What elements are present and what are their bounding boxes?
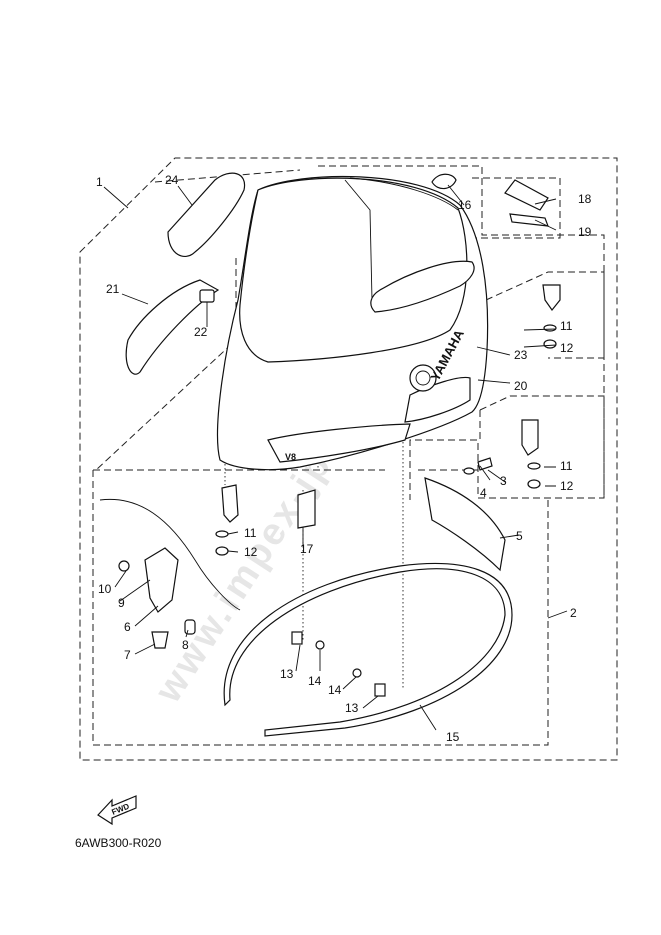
clip-22 xyxy=(199,289,215,303)
bolt-3 xyxy=(477,457,493,471)
bracket-outline xyxy=(99,498,241,611)
callout-2: 2 xyxy=(570,606,577,620)
leader-lines xyxy=(103,184,568,731)
callout-24: 24 xyxy=(165,173,179,187)
decal-24 xyxy=(167,172,246,257)
callout-14-right: 14 xyxy=(328,683,342,697)
diagram-code: 6AWB300-R020 xyxy=(75,836,162,850)
callout-20: 20 xyxy=(514,379,528,393)
pin-8 xyxy=(184,619,196,635)
callout-3: 3 xyxy=(500,474,507,488)
bracket-17 xyxy=(297,489,316,529)
clip-13a xyxy=(291,631,303,645)
callout-5: 5 xyxy=(516,529,523,543)
nut-12b xyxy=(527,479,541,489)
callout-15: 15 xyxy=(446,730,460,744)
cowling-group-boundary xyxy=(318,165,605,500)
upper-bracket-boundary xyxy=(485,271,605,359)
callout-12-upper: 12 xyxy=(560,341,574,355)
callout-6: 6 xyxy=(124,620,131,634)
latch-lever xyxy=(144,547,179,613)
callout-22: 22 xyxy=(194,325,208,339)
callout-11-right: 11 xyxy=(560,459,573,473)
fwd-arrow-icon: FWD xyxy=(97,795,137,826)
rubber-seal xyxy=(223,562,513,737)
washer-11b xyxy=(527,462,541,470)
callout-12-left: 12 xyxy=(244,545,258,559)
callout-12-right: 12 xyxy=(560,479,574,493)
washer-11a xyxy=(543,324,557,332)
bracket-group-boundary xyxy=(479,395,605,498)
v8-badge: V8 xyxy=(285,452,296,462)
screw-10 xyxy=(118,560,130,572)
callout-10: 10 xyxy=(98,582,112,596)
screw-14a xyxy=(315,640,325,650)
screw-14b xyxy=(352,668,362,678)
callout-11-left: 11 xyxy=(244,526,257,540)
decal-pair-boundary xyxy=(472,177,561,239)
callout-18: 18 xyxy=(578,192,592,206)
callout-13-right: 13 xyxy=(345,701,359,715)
callout-13-left: 13 xyxy=(280,667,294,681)
callout-8: 8 xyxy=(182,638,189,652)
callout-1: 1 xyxy=(96,175,103,189)
bracket-upper-right xyxy=(542,284,561,312)
assembly-boundary-outer xyxy=(79,157,618,761)
seal-plate xyxy=(424,477,506,572)
callout-19: 19 xyxy=(578,225,592,239)
yamaha-emblem xyxy=(409,364,437,392)
decal-19 xyxy=(509,213,549,227)
callout-16: 16 xyxy=(458,198,472,212)
nut-12a xyxy=(543,339,557,349)
callout-11-upper: 11 xyxy=(560,319,573,333)
top-cowling: YAMAHA V8 xyxy=(216,175,489,471)
clip-13b xyxy=(374,683,386,697)
callout-17: 17 xyxy=(300,542,314,556)
washer-4 xyxy=(463,467,475,475)
callout-23: 23 xyxy=(514,348,528,362)
callout-21: 21 xyxy=(106,282,120,296)
bracket-lower-right xyxy=(521,419,539,456)
nut-12c xyxy=(215,546,229,556)
bracket-left xyxy=(221,484,239,523)
callout-4: 4 xyxy=(480,486,487,500)
washer-11c xyxy=(215,530,229,538)
decal-18 xyxy=(504,179,549,211)
callout-7: 7 xyxy=(124,648,131,662)
callout-14-left: 14 xyxy=(308,674,322,688)
plug xyxy=(431,173,457,190)
callout-9: 9 xyxy=(118,596,125,610)
pin-7 xyxy=(151,631,169,649)
decal-21 xyxy=(125,279,220,375)
